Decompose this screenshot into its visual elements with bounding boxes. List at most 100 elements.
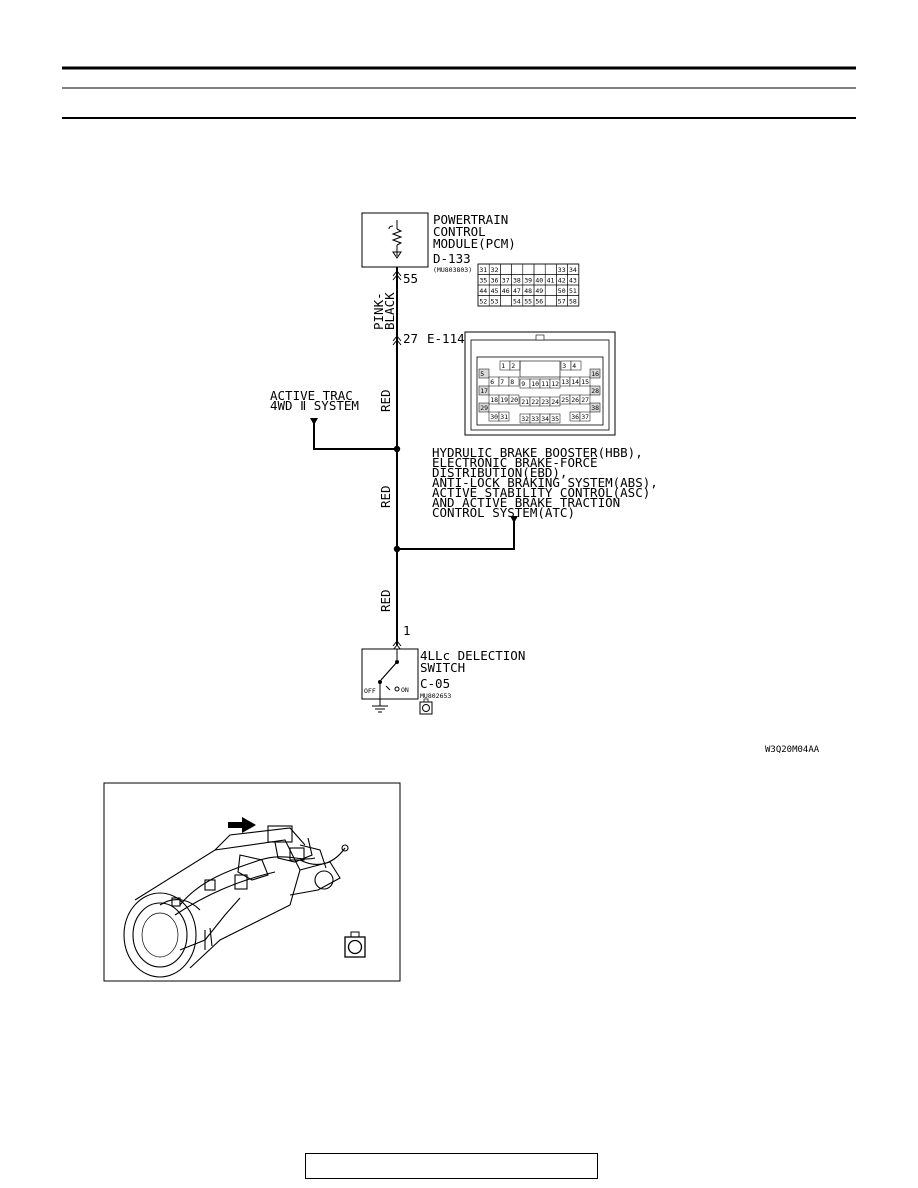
junction-pin-label: 30	[490, 413, 498, 421]
pcm-grid-pin: 35	[479, 276, 487, 284]
pcm-pin-number: 55	[403, 271, 418, 286]
pcm-grid-pin: 43	[569, 276, 577, 284]
pcm-grid-pin: 36	[491, 276, 499, 284]
junction-pin-cell	[589, 402, 601, 413]
junction-pin-label: 20	[510, 396, 518, 404]
switch-component: OFF ON 1 4LLc DELECTION SWITCH C-05 MU80…	[361, 623, 525, 715]
junction-pin-label: 21	[521, 398, 529, 406]
active-trac-label-line2: 4WD Ⅱ SYSTEM	[270, 398, 359, 413]
junction-pin-cell	[579, 411, 591, 422]
component-location-figure	[103, 782, 401, 982]
switch-on-label: ON	[401, 686, 409, 694]
pcm-name-line2: CONTROL	[433, 224, 486, 239]
wire-color-red-3: RED	[378, 589, 393, 612]
hbb-line7: CONTROL SYSTEM(ATC)	[432, 505, 575, 520]
junction-pin-label: 37	[581, 413, 589, 421]
pcm-part-number: (MU803803)	[433, 266, 472, 274]
junction-pin-label: 36	[571, 413, 579, 421]
pcm-grid-pin: 34	[569, 266, 577, 274]
junction-pin-label: 31	[500, 413, 508, 421]
pcm-grid-cell	[544, 295, 557, 307]
pcm-grid-pin: 46	[502, 287, 510, 295]
pcm-grid-pin: 54	[513, 297, 521, 305]
hbb-line5: ACTIVE STABILITY CONTROL(ASC)	[432, 485, 650, 500]
junction-pin-label: 1	[501, 362, 505, 370]
switch-off-label: OFF	[364, 687, 376, 695]
junction-pin-cell	[570, 360, 582, 371]
junction-pin-label: 4	[572, 362, 576, 370]
junction-pin-label: 22	[531, 398, 539, 406]
pcm-grid-cell	[544, 284, 557, 296]
pcm-grid-pin: 52	[479, 297, 487, 305]
hbb-branch: HYDRULIC BRAKE BOOSTER(HBB), ELECTRONIC …	[397, 445, 658, 550]
junction-pin-label: 24	[551, 398, 559, 406]
junction-pin-label: 29	[480, 404, 488, 412]
pcm-grid-pin: 39	[524, 276, 532, 284]
location-arrow-icon	[228, 817, 256, 833]
main-wire	[392, 267, 402, 651]
junction-pin-label: 26	[571, 396, 579, 404]
wire-color-pink-2: BLACK	[382, 292, 397, 330]
junction-key-slot	[519, 360, 561, 378]
pcm-grid-pin: 58	[569, 297, 577, 305]
hbb-line6: AND ACTIVE BRAKE TRACTION	[432, 495, 620, 510]
junction-pin-label: 28	[591, 387, 599, 395]
pcm-grid-pin: 37	[502, 276, 510, 284]
hbb-line1: HYDRULIC BRAKE BOOSTER(HBB),	[432, 445, 643, 460]
header-rules	[62, 66, 856, 119]
switch-part-number: MU802653	[420, 692, 451, 700]
junction-pin-label: 11	[541, 380, 549, 388]
wire-color-pink-1: PINK-	[371, 292, 386, 330]
junction-pin-label: 19	[500, 396, 508, 404]
figure-code: W3Q20M04AA	[765, 745, 820, 755]
pcm-grid-pin: 55	[524, 297, 532, 305]
pcm-grid-pin: 44	[479, 287, 487, 295]
pcm-grid-pin: 42	[558, 276, 566, 284]
junction-pin-label: 25	[561, 396, 569, 404]
junction-pin-cell	[589, 385, 601, 396]
junction-pin-label: 35	[551, 415, 559, 423]
hbb-line2: ELECTRONIC BRAKE-FORCE	[432, 455, 598, 470]
transmission-illustration	[123, 825, 349, 978]
junction-pin-cell	[478, 402, 490, 413]
junction-pin-label: 27	[581, 396, 589, 404]
pcm-grid-pin: 47	[513, 287, 521, 295]
switch-name-line2: SWITCH	[420, 660, 465, 675]
junction-pin-label: 3	[562, 362, 566, 370]
junction-pin-label: 33	[531, 415, 539, 423]
active-trac-label-line1: ACTIVE TRAC	[270, 388, 353, 403]
pcm-grid-cell	[533, 263, 546, 275]
pcm-connector-code: D-133	[433, 251, 471, 266]
junction-pin-cell	[579, 394, 591, 405]
pcm-grid-pin: 38	[513, 276, 521, 284]
junction-connector-code: E-114	[427, 331, 465, 346]
junction-pin-label: 5	[480, 370, 484, 378]
junction-pin-label: 6	[490, 378, 494, 386]
junction-pin-cell	[478, 385, 490, 396]
junction-pin-cell	[508, 394, 520, 405]
pcm-grid-pin: 56	[535, 297, 543, 305]
pcm-grid-pin: 41	[547, 276, 555, 284]
pcm-grid-cell	[500, 263, 512, 275]
junction-pin-label: 34	[541, 415, 549, 423]
junction-pin-label: 38	[591, 404, 599, 412]
pcm-grid-pin: 40	[535, 276, 543, 284]
switch-pin-number: 1	[403, 623, 411, 638]
junction-pin-label: 16	[591, 370, 599, 378]
junction-pin-cell	[589, 368, 601, 379]
pcm-grid-cell	[522, 263, 535, 275]
junction-pin-label: 2	[511, 362, 515, 370]
pcm-name-line3: MODULE(PCM)	[433, 236, 516, 251]
pcm-grid-cell	[500, 295, 512, 307]
wire-color-red-1: RED	[378, 389, 393, 412]
junction-pin-cell	[498, 411, 510, 422]
wire-color-red-2: RED	[378, 485, 393, 508]
pcm-name-line1: POWERTRAIN	[433, 212, 508, 227]
connector-shape-icon	[344, 931, 366, 958]
pcm-grid-pin: 53	[491, 297, 499, 305]
pcm-grid-pin: 48	[524, 287, 532, 295]
junction-pin-label: 7	[500, 378, 504, 386]
junction-pin-label: 15	[581, 378, 589, 386]
